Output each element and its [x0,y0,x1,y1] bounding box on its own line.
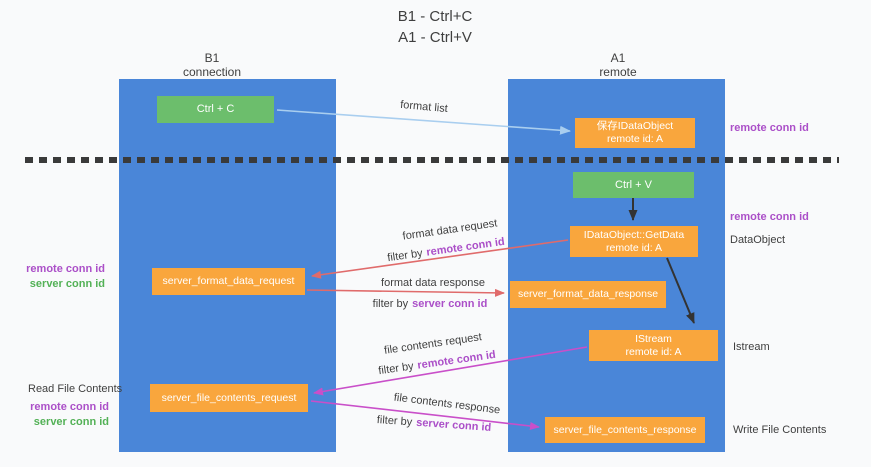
left-server-conn-id-1: server conn id [29,278,105,290]
left-server-conn-id-2: server conn id [33,416,109,428]
session-divider-dashed-line [25,157,839,163]
server-format-data-request-label: server_format_data_request [162,275,295,287]
istream-line1: IStream [635,332,672,345]
remote-conn-id-text-1: remote conn id [425,235,506,259]
arrow-format-data-response [306,288,505,297]
filter-by-text-2: filter by [372,298,409,310]
right-remote-conn-id-top: remote conn id [730,122,809,134]
ctrl-v-label: Ctrl + V [615,178,652,191]
right-write-file-contents-label: Write File Contents [733,424,827,436]
server-file-contents-request-label: server_file_contents_request [161,391,297,404]
server-format-data-response-label: server_format_data_response [517,288,659,300]
save-dataobject-line2: remote id: A [606,133,664,145]
left-remote-conn-id-2: remote conn id [30,401,109,413]
left-remote-conn-id-1: remote conn id [26,263,105,275]
lane-header-b1: B1 connection [152,51,272,79]
left-read-file-contents-label: Read File Contents [28,383,123,395]
server-format-data-request-node: server_format_data_request [152,268,305,295]
label-format-data-response: format data response [381,277,485,289]
getdata-node: IDataObject::GetData remote id: A [570,226,698,257]
right-istream-label: Istream [733,341,770,353]
right-remote-conn-id-mid: remote conn id [730,211,809,223]
lane-a1-title: A1 [610,51,626,65]
server-format-data-response-node: server_format_data_response [510,281,666,308]
lane-a1-subtitle: remote [599,65,637,79]
server-file-contents-response-label: server_file_contents_response [553,423,697,436]
filter-by-text-1: filter by [386,247,424,265]
save-dataobject-line1: 保存IDataObject [596,120,674,132]
left-conn-id-pair-bottom: remote conn id server conn id [28,400,109,430]
filter-by-text-4: filter by [376,414,413,429]
save-dataobject-node: 保存IDataObject remote id: A [575,118,695,148]
label-format-list: format list [399,98,449,116]
title-line-1: B1 - Ctrl+C [397,8,473,25]
right-dataobject-label: DataObject [730,234,786,246]
lane-b1-title: B1 [204,51,220,65]
server-file-contents-request-node: server_file_contents_request [150,384,308,412]
label-file-contents-response: file contents response [393,391,501,417]
ctrl-c-label: Ctrl + C [196,103,235,115]
lane-header-a1: A1 remote [558,51,678,79]
server-conn-id-text-2: server conn id [415,416,492,434]
istream-line2: remote id: A [625,345,682,358]
server-conn-id-text-1: server conn id [412,298,488,310]
left-conn-id-pair-top: remote conn id server conn id [20,262,105,292]
istream-node: IStream remote id: A [589,330,718,361]
remote-conn-id-text-2: remote conn id [416,348,497,372]
lane-b1-subtitle: connection [182,65,242,79]
getdata-line2: remote id: A [605,241,663,254]
server-file-contents-response-node: server_file_contents_response [545,417,705,443]
filter-by-text-3: filter by [377,360,415,378]
diagram-title: B1 - Ctrl+C A1 - Ctrl+V [330,6,540,48]
title-line-2: A1 - Ctrl+V [398,29,472,46]
ctrl-v-node: Ctrl + V [573,172,694,198]
ctrl-c-node: Ctrl + C [157,96,274,123]
getdata-line1: IDataObject::GetData [583,228,685,241]
